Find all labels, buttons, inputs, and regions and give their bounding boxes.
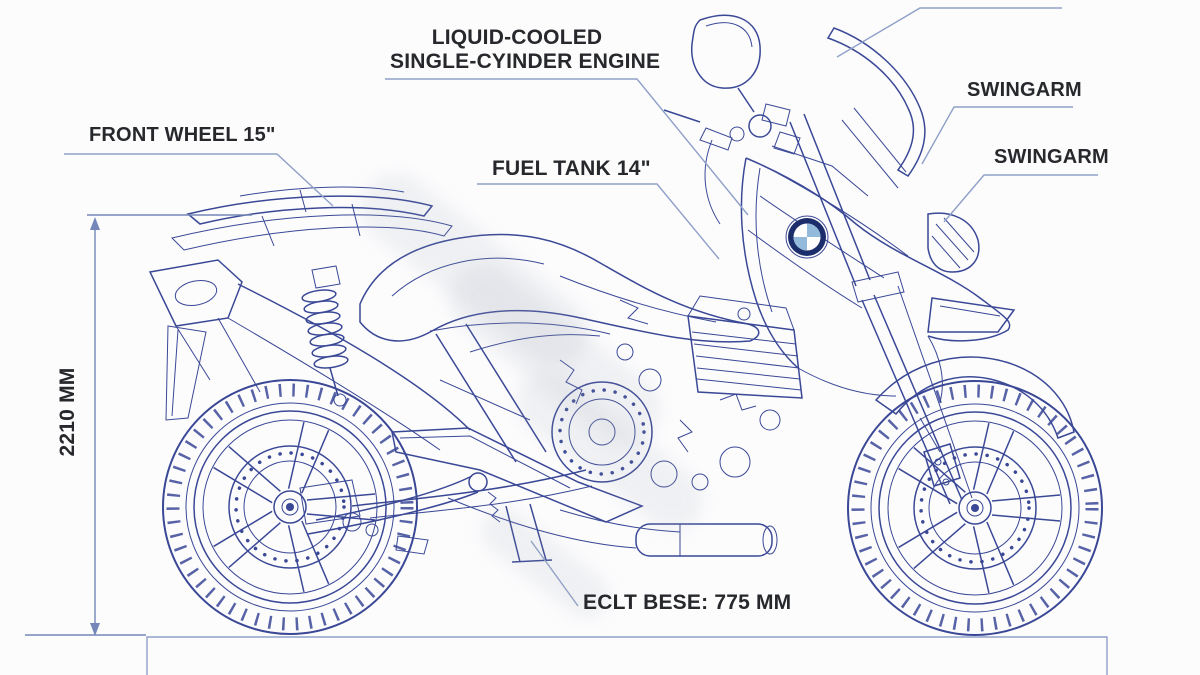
front-fork [789,113,973,505]
front-fairing [740,157,1016,403]
leader-lines [64,7,1098,607]
seat [359,233,760,343]
swingarm-lower-leader-line [943,174,1098,223]
front-wheel-leader-line [64,153,334,207]
engine-leader-line [385,78,749,216]
fuel-tank-leader-line [477,183,720,260]
front-fender [874,356,1075,453]
mirror [691,14,761,113]
rear-swingarm [299,469,593,535]
overall-height-label: 2210 MM [56,367,79,457]
engine-label-line1: LIQUID-COOLED [431,26,603,49]
rear-rack [171,186,453,251]
bmw-roundel-logo [785,215,829,259]
engine-label: LIQUID-COOLED SINGLE-CYINDER ENGINE [390,26,661,73]
swingarm-lower-label: SWINGARM [994,146,1109,168]
handlebar-controls [663,103,869,225]
ground-plinth [146,636,1108,675]
bottom-dim-leader-line [530,540,579,607]
cropped-label-leader-line [836,7,1062,58]
rear-shock [301,265,349,407]
swingarm-upper-label: SWINGARM [967,79,1082,101]
fuel-tank-label: FUEL TANK 14" [492,157,651,180]
height-dimension-line [25,214,252,636]
windscreen [826,27,926,189]
engine [551,295,803,491]
swingarm-upper-leader-line [921,106,1073,165]
engine-label-line2: SINGLE-CYINDER ENGINE [390,49,661,73]
front-wheel-label: FRONT WHEEL 15" [89,124,276,146]
bottom-dimension-label: ECLT BESE: 775 MM [583,591,792,614]
front-wheel [848,381,1102,635]
frame [342,323,644,555]
tail-light [148,259,471,451]
exhaust-muffler [447,497,778,557]
